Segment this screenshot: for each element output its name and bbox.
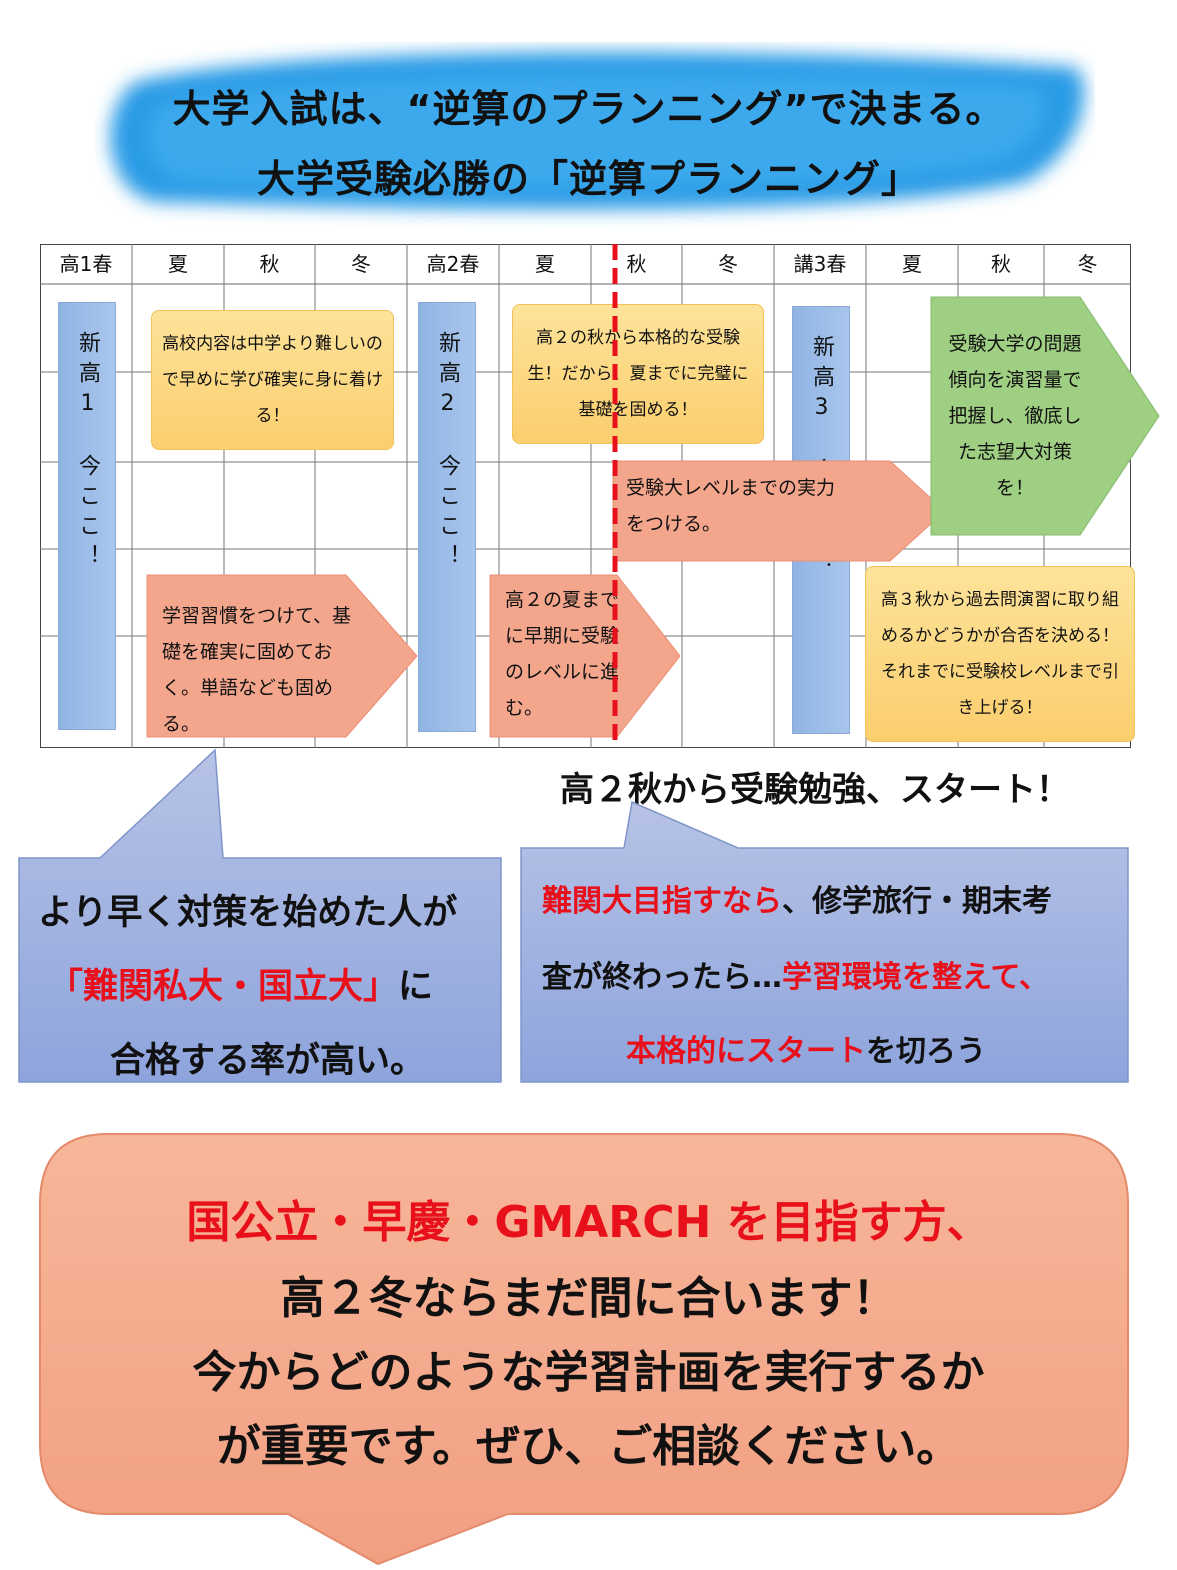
start-marker-line xyxy=(612,244,618,748)
grade-bar-2: 新高2 今ここ！ xyxy=(418,302,476,732)
column-header: 秋 xyxy=(991,252,1011,276)
column-header: 秋 xyxy=(626,252,647,276)
column-header: 秋 xyxy=(259,252,280,276)
final-line4: が重要です。ぜひ、ご相談ください。 xyxy=(216,1421,961,1472)
header-subtitle: 大学受験必勝の「逆算プランニング」 xyxy=(256,157,920,201)
final-line3: 今からどのような学習計画を実行するか xyxy=(192,1347,985,1398)
arrow-past-exams: 受験大学の問題傾向を演習量で把握し、徹底した志望大対策を！ xyxy=(930,296,1160,536)
arrow-target-level: 受験大レベルまでの実力をつける。 xyxy=(612,460,946,562)
header-banner xyxy=(110,51,1085,210)
final-line1: 国公立・早慶・GMARCH を目指す方、 xyxy=(186,1197,991,1248)
callout-left-box xyxy=(18,748,502,1083)
final-line2: 高２冬ならまだ間に合います！ xyxy=(280,1273,897,1324)
column-header: 講3春 xyxy=(793,252,847,276)
note-first-year: 高校内容は中学より難しいので早めに学び確実に身に着ける！ xyxy=(151,310,394,450)
callout-right-line2: 査が終わったら…学習環境を整えて、 xyxy=(542,960,1049,995)
callout-left-line1: より早く対策を始めた人が xyxy=(38,893,458,933)
column-header: 夏 xyxy=(902,252,922,276)
column-header: 夏 xyxy=(168,252,188,276)
callout-right-line3: 本格的にスタートを切ろう xyxy=(626,1034,986,1069)
header-title: 大学入試は、“逆算のプランニング”で決まる。 xyxy=(172,87,1005,131)
callout-left-line2: 「難関私大・国立大」に xyxy=(48,967,434,1007)
column-header: 夏 xyxy=(535,252,555,276)
callout-right-box xyxy=(520,800,1129,1083)
note-third-year: 高３秋から過去問演習に取り組めるかどうかが合否を決める！それまでに受験校レベルま… xyxy=(865,566,1135,742)
column-header: 高1春 xyxy=(59,252,113,276)
column-header: 高2春 xyxy=(426,252,480,276)
grade-bar-1: 新高1 今ここ！ xyxy=(58,302,116,730)
start-label: 高２秋から受験勉強、スタート！ xyxy=(560,770,1070,810)
column-header: 冬 xyxy=(718,252,738,276)
column-header: 冬 xyxy=(1077,252,1098,276)
note-second-year: 高２の秋から本格的な受験生！だから、夏までに完璧に基礎を固める！ xyxy=(512,304,764,444)
callout-left-line3: 合格する率が高い。 xyxy=(110,1041,426,1081)
arrow-basics: 学習習慣をつけて、基礎を確実に固めておく。単語なども固める。 xyxy=(146,574,418,738)
final-callout-box xyxy=(39,1133,1129,1566)
study-timeline: 高1春 夏 秋 冬 高2春 夏 秋 冬 講3春 夏 秋 冬 新高1 今ここ！ 新… xyxy=(40,244,1160,748)
arrow-exam-level: 高２の夏までに早期に受験のレベルに進む。 xyxy=(489,574,681,738)
callout-right-line1: 難関大目指すなら、修学旅行・期末考 xyxy=(542,884,1052,919)
column-header: 冬 xyxy=(351,252,371,276)
